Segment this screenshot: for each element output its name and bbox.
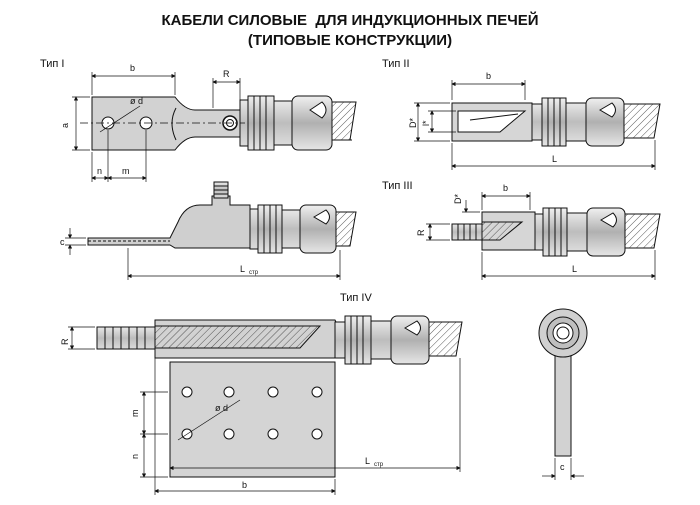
- type-1-dimensions: [72, 72, 245, 182]
- type-4-label: Тип IV: [340, 292, 372, 304]
- type-4-side-view: [96, 315, 463, 365]
- type-2-dimensions: [414, 80, 656, 170]
- type-4-plate-dimensions: [140, 358, 461, 495]
- type-2-dim-l: l*: [421, 120, 431, 126]
- type-4-dim-b: b: [242, 480, 247, 490]
- type-4-dim-m: m: [130, 410, 140, 418]
- type-4-dim-lstr-sub: стр: [374, 462, 384, 468]
- type-1-dim-m: m: [122, 166, 130, 176]
- type-3-label: Тип III: [382, 180, 413, 192]
- ring-terminal-dim-c: c: [560, 462, 565, 472]
- type-4-dim-r: R: [60, 338, 70, 345]
- type-1-dim-b: b: [130, 63, 135, 73]
- type-1-top-view: [91, 95, 357, 151]
- type-2-dim-L: L: [552, 154, 557, 164]
- title-line-1: КАБЕЛИ СИЛОВЫЕ ДЛЯ ИНДУКЦИОННЫХ ПЕЧЕЙ: [161, 12, 539, 29]
- type-2-label: Тип II: [382, 58, 410, 70]
- type-3-dimensions: [426, 192, 656, 280]
- type-1-side-dimensions: [65, 228, 341, 280]
- type-1-dim-a: a: [60, 123, 70, 128]
- type-4-side-dimensions: [68, 326, 95, 350]
- type-4-dim-lstr: L: [365, 456, 370, 466]
- type-4-dim-n: n: [130, 454, 140, 459]
- type-1-dim-d: ø d: [130, 96, 143, 106]
- ring-terminal-dimensions: [542, 458, 584, 480]
- type-3-view: [451, 207, 661, 257]
- type-3-dim-L: L: [572, 264, 577, 274]
- type-1-dim-c: c: [60, 237, 65, 247]
- type-1-dim-n: n: [97, 166, 102, 176]
- type-4-plate: [169, 361, 336, 478]
- type-2-dim-b: b: [486, 71, 491, 81]
- type-1-label: Тип I: [40, 58, 64, 70]
- type-2-view: [451, 97, 661, 147]
- type-3-dim-b: b: [503, 183, 508, 193]
- title-line-2: (ТИПОВЫЕ КОНСТРУКЦИИ): [247, 32, 453, 49]
- type-4-dim-d: ø d: [215, 403, 228, 413]
- type-1-dim-lstr-sub: стр: [249, 270, 259, 276]
- ring-terminal-view: [538, 308, 588, 457]
- type-1-dim-lstr: L: [240, 264, 245, 274]
- type-1-dim-r: R: [223, 69, 230, 79]
- type-3-dim-r: R: [416, 229, 426, 236]
- type-2-dim-d: D*: [408, 118, 418, 128]
- type-1-side-view: [87, 181, 357, 254]
- type-3-dim-d: D*: [453, 194, 463, 204]
